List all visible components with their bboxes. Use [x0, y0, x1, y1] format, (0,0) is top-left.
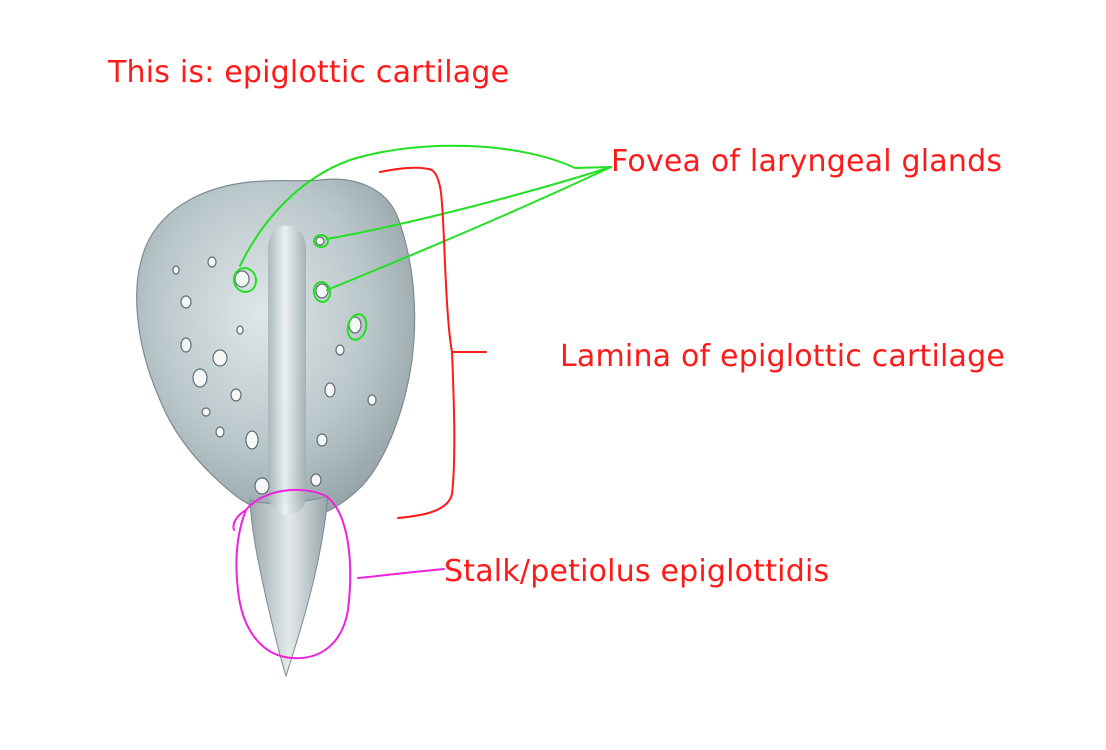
central-ridge	[268, 225, 306, 515]
cartilage-stalk	[249, 495, 329, 678]
glandular-pits	[172, 236, 377, 495]
label-lamina-of-epiglottic-cartilage: Lamina of epiglottic cartilage	[560, 339, 1006, 374]
lamina-bracket	[379, 166, 487, 519]
diagram-title: This is: epiglottic cartilage	[108, 55, 510, 90]
fovea-pointer-lines	[232, 144, 612, 341]
label-fovea-of-laryngeal-glands: Fovea of laryngeal glands	[611, 144, 1003, 179]
stalk-pointer	[232, 488, 445, 660]
label-stalk-petiolus-epiglottidis: Stalk/petiolus epiglottidis	[444, 554, 830, 589]
